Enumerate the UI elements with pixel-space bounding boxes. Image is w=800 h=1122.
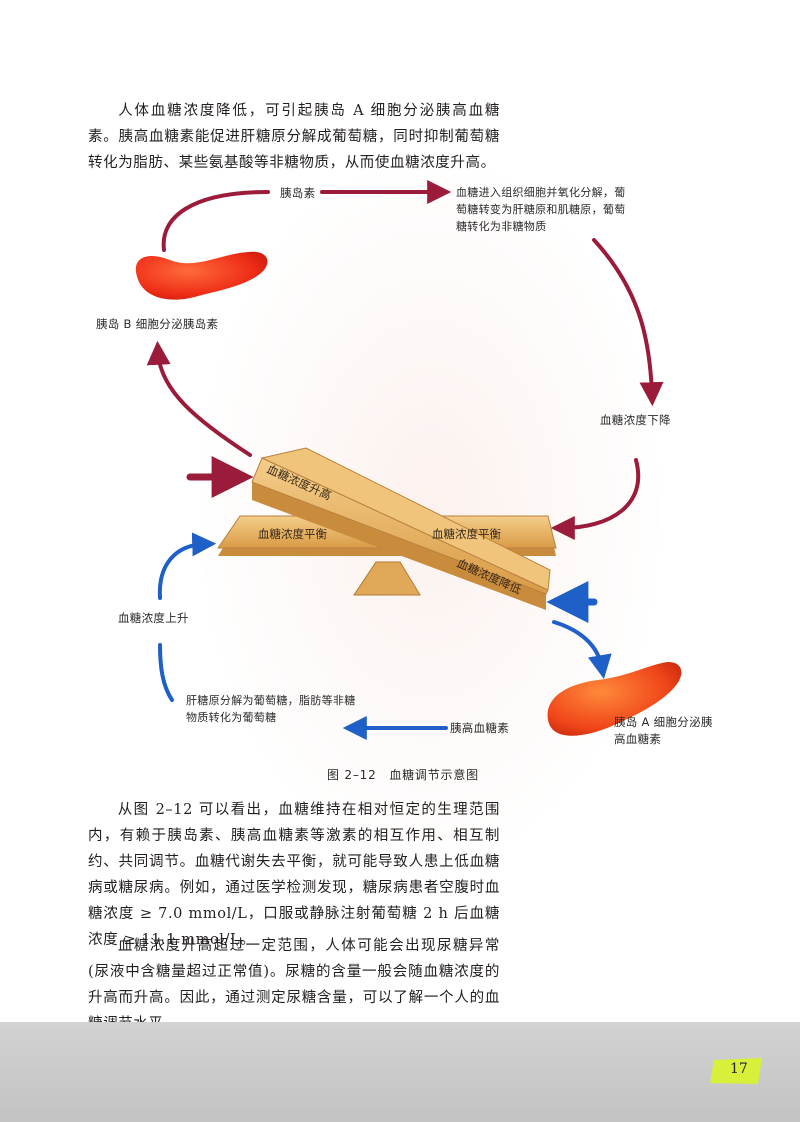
page-footer xyxy=(0,1022,800,1122)
a-cell-label: 胰岛 A 细胞分泌胰高血糖素 xyxy=(614,715,713,746)
b-cell-label: 胰岛 B 细胞分泌胰岛素 xyxy=(96,317,219,331)
page-number: 17 xyxy=(730,1061,748,1077)
insulin-pathway xyxy=(146,180,664,540)
paragraph-text: 从图 2–12 可以看出，血糖维持在相对恒定的生理范围内，有赖于胰岛素、胰高血糖… xyxy=(88,802,500,948)
paragraph-text: 人体血糖浓度降低，可引起胰岛 A 细胞分泌胰高血糖素。胰高血糖素能促进肝糖原分解… xyxy=(88,103,500,171)
increase-label: 血糖浓度上升 xyxy=(118,611,189,625)
balance-right-label: 血糖浓度平衡 xyxy=(432,527,501,541)
paragraph-urine-sugar: 血糖浓度升高超过一定范围，人体可能会出现尿糖异常(尿液中含糖量超过正常值)。尿糖… xyxy=(88,933,500,1037)
seesaw xyxy=(217,447,557,610)
arrow-low-to-a-cell xyxy=(552,620,612,680)
page-number-badge xyxy=(710,1058,762,1084)
seesaw-base xyxy=(353,561,421,596)
pancreas-b-image xyxy=(135,251,268,300)
pancreas-a-image xyxy=(547,662,682,736)
paragraph-glucagon-intro: 人体血糖浓度降低，可引起胰岛 A 细胞分泌胰高血糖素。胰高血糖素能促进肝糖原分解… xyxy=(88,98,500,176)
balance-left-label: 血糖浓度平衡 xyxy=(258,527,327,541)
glucose-uptake-label: 血糖进入组织细胞并氧化分解，葡萄糖转变为肝糖原和肌糖原，葡萄糖转化为非糖物质 xyxy=(456,186,626,233)
glycogen-label: 肝糖原分解为葡萄糖，脂肪等非糖物质转化为葡萄糖 xyxy=(186,694,356,724)
tilted-plank-side xyxy=(252,480,546,610)
glucagon-pathway xyxy=(157,532,612,740)
tilted-plank-top xyxy=(260,447,551,591)
paragraph-text: 血糖浓度升高超过一定范围，人体可能会出现尿糖异常(尿液中含糖量超过正常值)。尿糖… xyxy=(88,938,500,1032)
decrease-label: 血糖浓度下降 xyxy=(600,413,671,427)
insulin-label: 胰岛素 xyxy=(280,186,316,200)
arrow-pancreas-to-insulin xyxy=(161,190,270,252)
arrow-uptake-to-decrease xyxy=(592,238,664,407)
arrow-decrease-to-balance xyxy=(550,458,641,540)
glucagon-label: 胰高血糖素 xyxy=(450,721,509,735)
figure-caption: 图 2–12 血糖调节示意图 xyxy=(327,768,479,782)
arrow-glycogen-to-increase xyxy=(158,643,174,702)
arrow-up-to-b-cell xyxy=(146,340,252,457)
paragraph-regulation: 从图 2–12 可以看出，血糖维持在相对恒定的生理范围内，有赖于胰岛素、胰高血糖… xyxy=(88,797,500,953)
arrow-increase-to-balance xyxy=(157,532,217,600)
blood-sugar-regulation-diagram: 血糖浓度升高 血糖浓度平衡 血糖浓度平衡 血糖浓度降低 xyxy=(135,180,682,740)
